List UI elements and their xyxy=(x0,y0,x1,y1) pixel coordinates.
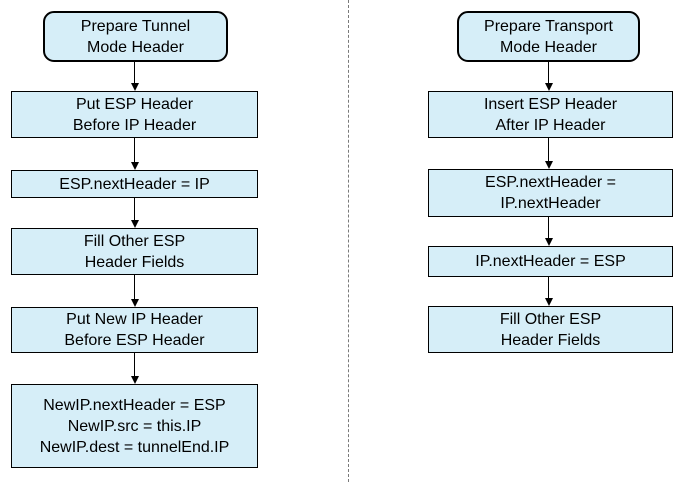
arrow-down-icon xyxy=(544,62,553,91)
arrow-head xyxy=(130,162,139,170)
arrow-line xyxy=(133,138,136,162)
arrow-down-icon xyxy=(544,277,553,306)
arrow-line xyxy=(547,138,550,161)
flow-node-transport-step-2: ESP.nextHeader = IP.nextHeader xyxy=(428,169,673,217)
arrow-down-icon xyxy=(130,198,139,228)
flow-node-tunnel-step-3: Fill Other ESP Header Fields xyxy=(11,228,258,275)
flow-node-tunnel-start: Prepare Tunnel Mode Header xyxy=(43,11,228,62)
arrow-head xyxy=(130,299,139,307)
flow-node-transport-start: Prepare Transport Mode Header xyxy=(457,11,640,62)
arrow-line xyxy=(133,198,136,220)
arrow-line xyxy=(133,275,136,299)
arrow-line xyxy=(547,277,550,298)
column-divider-line xyxy=(348,0,349,482)
arrow-head xyxy=(130,376,139,384)
flow-node-transport-step-1: Insert ESP Header After IP Header xyxy=(428,91,673,138)
flow-node-tunnel-step-5: NewIP.nextHeader = ESP NewIP.src = this.… xyxy=(11,384,258,468)
arrow-down-icon xyxy=(130,353,139,384)
flow-node-transport-step-3: IP.nextHeader = ESP xyxy=(428,246,673,277)
arrow-head xyxy=(544,298,553,306)
flow-node-transport-step-4: Fill Other ESP Header Fields xyxy=(428,306,673,353)
arrow-down-icon xyxy=(544,138,553,169)
arrow-head xyxy=(130,83,139,91)
arrow-head xyxy=(544,238,553,246)
arrow-line xyxy=(547,62,550,83)
arrow-down-icon xyxy=(130,62,139,91)
flow-node-tunnel-step-1: Put ESP Header Before IP Header xyxy=(11,91,258,138)
arrow-line xyxy=(547,217,550,238)
arrow-down-icon xyxy=(130,138,139,170)
arrow-head xyxy=(544,161,553,169)
arrow-head xyxy=(130,220,139,228)
arrow-line xyxy=(133,353,136,376)
arrow-down-icon xyxy=(544,217,553,246)
flow-node-tunnel-step-4: Put New IP Header Before ESP Header xyxy=(11,307,258,353)
arrow-line xyxy=(133,62,136,83)
flow-node-tunnel-step-2: ESP.nextHeader = IP xyxy=(11,170,258,198)
arrow-down-icon xyxy=(130,275,139,307)
arrow-head xyxy=(544,83,553,91)
